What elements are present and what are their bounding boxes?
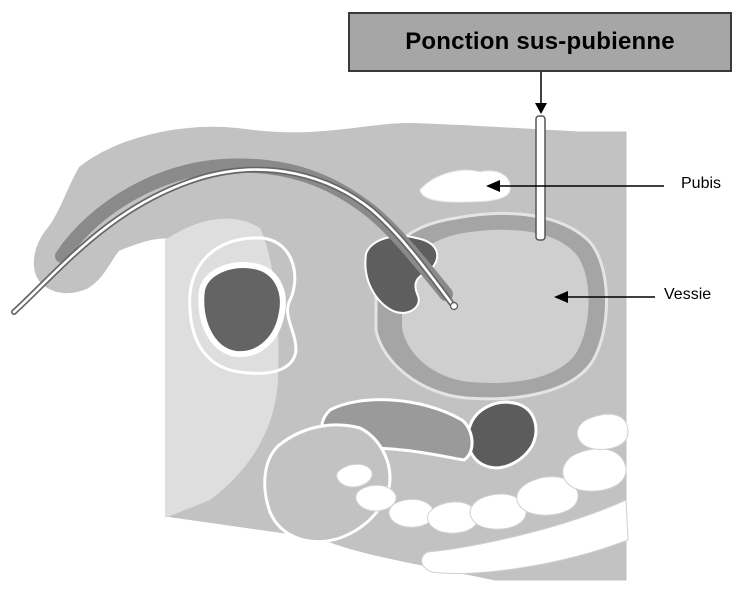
diagram-title: Ponction sus-pubienne bbox=[405, 28, 675, 56]
coccyx-vertebra-3 bbox=[389, 499, 434, 527]
coccyx-vertebra-2 bbox=[356, 485, 396, 511]
title-box: Ponction sus-pubienne bbox=[348, 12, 732, 72]
vessie-label: Vessie bbox=[664, 286, 711, 304]
needle-pointer-arrowhead bbox=[535, 103, 547, 114]
catheter-tip bbox=[451, 303, 458, 310]
suprapubic-needle bbox=[536, 116, 545, 240]
testis bbox=[201, 265, 283, 354]
pubis-label: Pubis bbox=[681, 175, 721, 193]
